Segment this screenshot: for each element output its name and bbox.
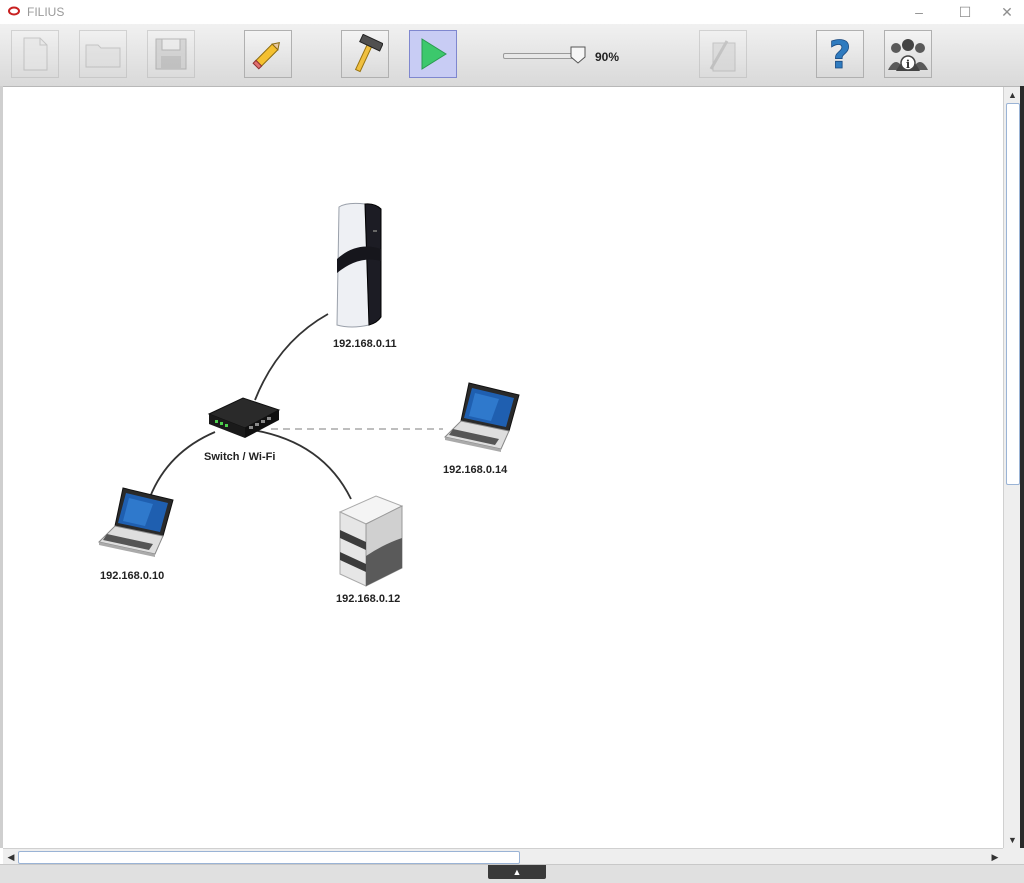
- minimize-button[interactable]: –: [915, 4, 923, 20]
- design-mode-button[interactable]: [244, 30, 292, 78]
- svg-text:?: ?: [829, 34, 851, 74]
- window-title: FILIUS: [27, 5, 65, 19]
- floppy-disk-icon: [155, 38, 187, 70]
- new-file-button[interactable]: [11, 30, 59, 78]
- vertical-scroll-thumb[interactable]: [1006, 103, 1020, 485]
- question-mark-icon: ?: [829, 34, 852, 74]
- zoom-slider-track[interactable]: [503, 53, 580, 59]
- play-icon: [421, 38, 447, 70]
- build-mode-button[interactable]: [341, 30, 389, 78]
- scroll-left-arrow-icon[interactable]: ◀: [7, 851, 15, 862]
- console-ip-label: 192.168.0.11: [333, 338, 397, 350]
- network-canvas[interactable]: 192.168.0.11 Switch / Wi-Fi 192.168.0.14…: [3, 87, 1003, 848]
- people-info-icon: i: [888, 39, 928, 71]
- link-switch-server-12[interactable]: [252, 429, 352, 500]
- left-border: [0, 86, 3, 848]
- laptop-10-icon[interactable]: [93, 486, 177, 564]
- server-12-ip-label: 192.168.0.12: [336, 593, 401, 605]
- horizontal-scrollbar[interactable]: ◀ ▶: [3, 848, 1003, 865]
- info-button[interactable]: i: [884, 30, 932, 78]
- laptop-10-ip-label: 192.168.0.10: [100, 570, 165, 582]
- simulation-mode-button[interactable]: [409, 30, 457, 78]
- help-button[interactable]: ?: [816, 30, 864, 78]
- scroll-down-arrow-icon[interactable]: ▼: [1008, 835, 1017, 845]
- link-switch-laptop-10[interactable]: [149, 431, 216, 498]
- scroll-corner: [1003, 848, 1024, 864]
- right-edge: [1020, 86, 1024, 864]
- maximize-button[interactable]: ☐: [958, 3, 972, 20]
- switch-icon[interactable]: [207, 392, 281, 442]
- laptop-14-ip-label: 192.168.0.14: [443, 464, 508, 476]
- scroll-up-arrow-icon[interactable]: ▲: [1008, 90, 1017, 100]
- title-bar: FILIUS – ☐ ✕: [0, 0, 1024, 24]
- zoom-slider-thumb[interactable]: [570, 46, 586, 64]
- new-file-icon: [23, 37, 48, 71]
- link-switch-console[interactable]: [254, 313, 329, 401]
- filius-logo-icon: [8, 6, 20, 16]
- expand-panel-arrow-icon[interactable]: ▲: [488, 865, 546, 879]
- document-tools-icon: [709, 40, 736, 72]
- bottom-panel-bar: ▲: [0, 864, 1024, 883]
- save-file-button[interactable]: [147, 30, 195, 78]
- server-12-icon[interactable]: [336, 494, 406, 588]
- link-layer: [149, 313, 443, 500]
- documentation-button[interactable]: [699, 30, 747, 78]
- toolbar: 90% ? i: [0, 24, 1024, 87]
- folder-icon: [85, 44, 121, 68]
- laptop-14-icon[interactable]: [439, 381, 523, 459]
- switch-label: Switch / Wi-Fi: [204, 451, 276, 463]
- hammer-icon: [354, 34, 383, 73]
- horizontal-scroll-thumb[interactable]: [18, 851, 520, 864]
- svg-text:i: i: [906, 58, 910, 71]
- vertical-scrollbar[interactable]: ▲ ▼: [1003, 87, 1021, 848]
- open-file-button[interactable]: [79, 30, 127, 78]
- scroll-right-arrow-icon[interactable]: ▶: [991, 851, 999, 862]
- close-button[interactable]: ✕: [1001, 3, 1013, 20]
- pencil-icon: [252, 42, 280, 70]
- zoom-value: 90%: [595, 50, 620, 64]
- game-console-icon[interactable]: [327, 201, 389, 329]
